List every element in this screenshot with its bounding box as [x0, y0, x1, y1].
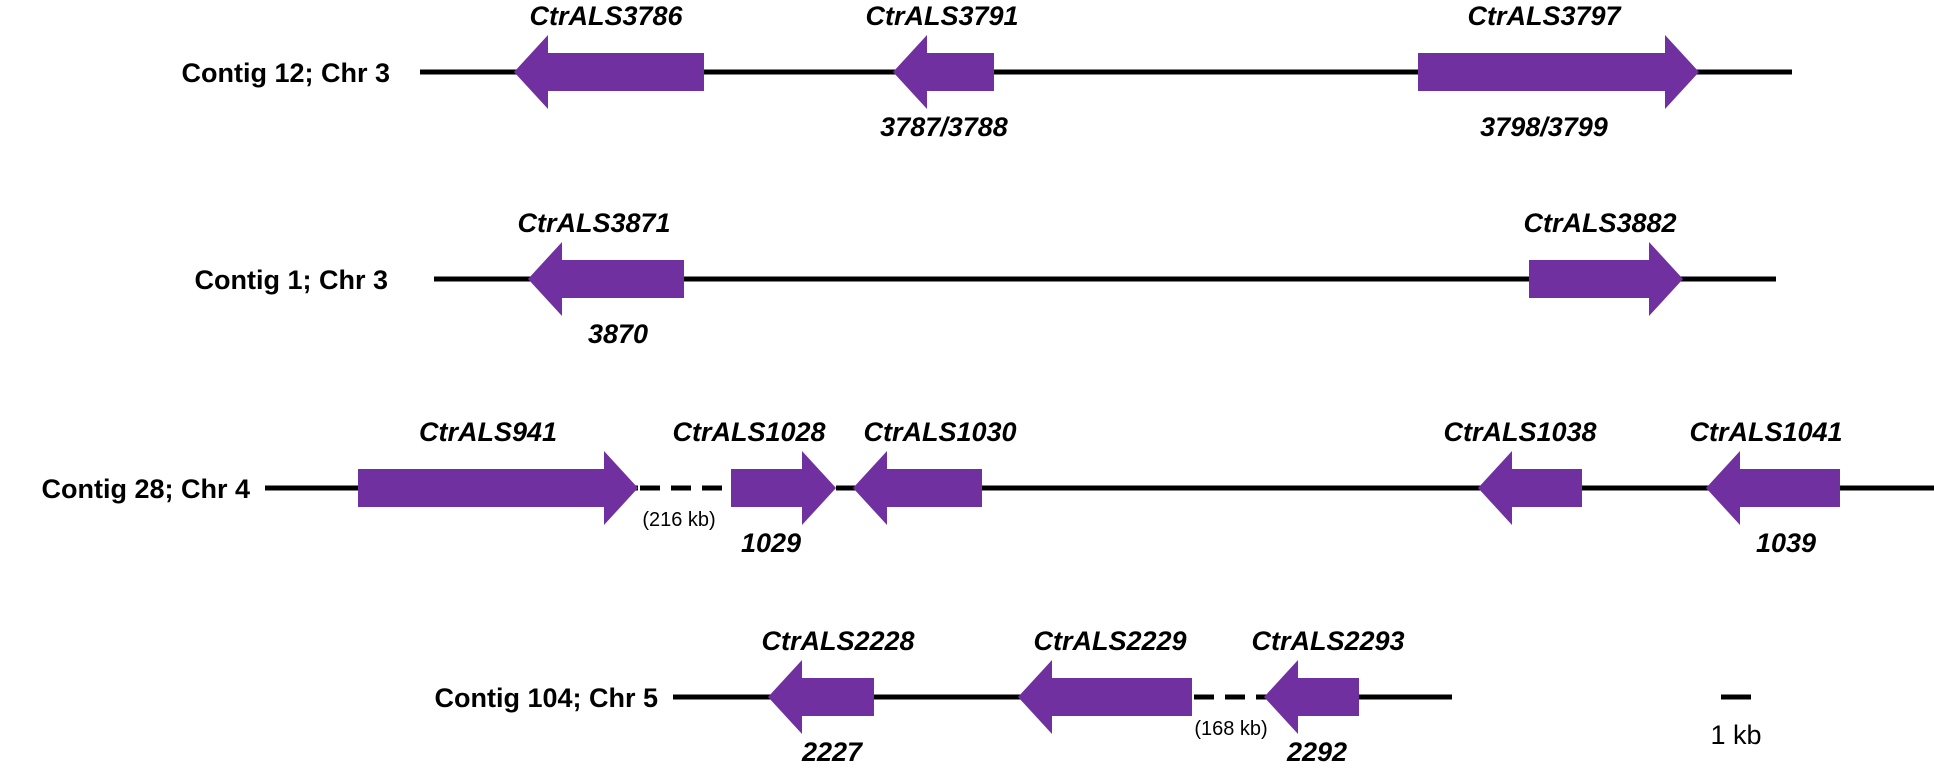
gene-arrow: [768, 660, 874, 734]
gene-arrow: [528, 242, 684, 316]
gene-number-label: 2292: [1286, 737, 1347, 767]
gene-arrow: [1478, 451, 1582, 525]
gene-number-label: 1039: [1756, 528, 1816, 558]
contig-label: Contig 12; Chr 3: [181, 58, 390, 88]
gene-label: CtrALS2293: [1251, 626, 1404, 656]
gap-label: (168 kb): [1194, 718, 1267, 740]
gene-arrow: [893, 35, 994, 109]
gene-arrow: [1018, 660, 1192, 734]
gap-label: (216 kb): [642, 509, 715, 531]
gene-arrow: [514, 35, 704, 109]
gene-label: CtrALS3786: [529, 1, 683, 31]
gene-arrow: [1529, 242, 1683, 316]
gene-label: CtrALS3871: [517, 208, 670, 238]
gene-label: CtrALS1038: [1443, 417, 1596, 447]
gene-label: CtrALS941: [419, 417, 557, 447]
contig-label: Contig 104; Chr 5: [434, 683, 658, 713]
gene-label: CtrALS1041: [1689, 417, 1842, 447]
gene-label: CtrALS3882: [1523, 208, 1676, 238]
contig-label: Contig 28; Chr 4: [41, 474, 250, 504]
gene-arrow: [731, 451, 836, 525]
gene-arrow: [853, 451, 982, 525]
gene-arrow: [1264, 660, 1359, 734]
gene-number-label: 1029: [741, 528, 801, 558]
scale-bar-label: 1 kb: [1710, 720, 1761, 750]
contig-label: Contig 1; Chr 3: [195, 265, 389, 295]
gene-label: CtrALS1028: [672, 417, 825, 447]
gene-label: CtrALS1030: [863, 417, 1016, 447]
gene-label: CtrALS2228: [761, 626, 914, 656]
gene-number-label: 2227: [801, 737, 864, 767]
gene-number-label: 3798/3799: [1480, 112, 1608, 142]
gene-number-label: 3787/3788: [880, 112, 1008, 142]
gene-label: CtrALS3797: [1467, 1, 1622, 31]
gene-arrow: [1418, 35, 1699, 109]
gene-label: CtrALS3791: [865, 1, 1018, 31]
gene-arrow: [1706, 451, 1840, 525]
gene-arrow: [358, 451, 638, 525]
gene-number-label: 3870: [588, 319, 648, 349]
gene-label: CtrALS2229: [1033, 626, 1186, 656]
